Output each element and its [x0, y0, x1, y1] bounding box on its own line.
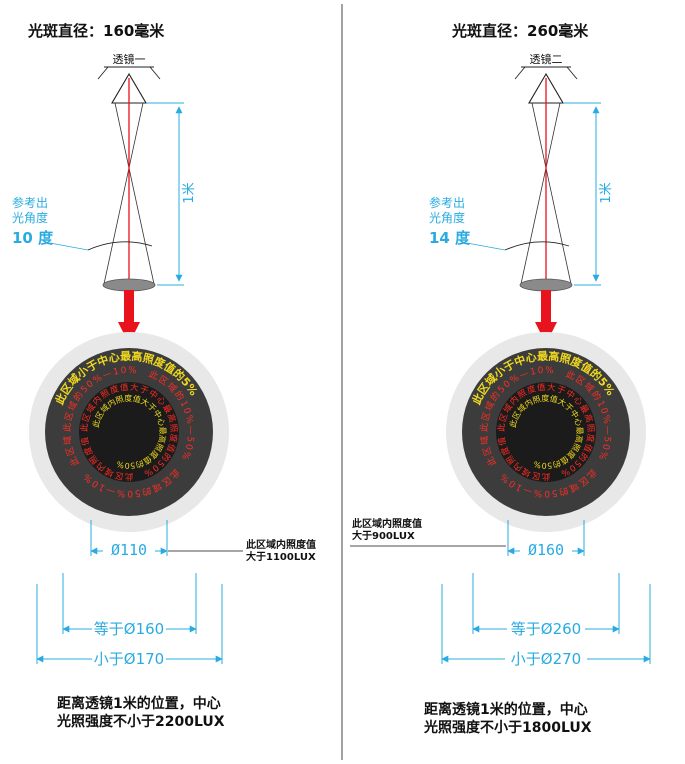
callout-text-line2: 大于900LUX: [352, 529, 415, 542]
page-title: 光斑直径：160毫米: [27, 22, 165, 40]
callout-text-line1: 此区域内照度值: [246, 538, 316, 551]
angle-pointer: [466, 242, 506, 251]
angle-value: 10 度: [12, 229, 54, 247]
meter-dimension: 1米: [147, 102, 197, 286]
equal-diameter-label: 等于Ø260: [511, 620, 581, 638]
lens-leader-lines: [97, 66, 161, 80]
down-arrow: [535, 290, 557, 344]
less-diameter-label: 小于Ø170: [94, 650, 164, 668]
angle-note-line2: 光角度: [429, 210, 465, 225]
angle-annotation: 参考出 光角度 10 度: [12, 195, 153, 251]
spot-inner-circle: [496, 382, 596, 482]
panel-left: 光斑直径：160毫米 透镜一 1米 参考出 光角度 10 度: [0, 0, 316, 730]
spot-diameter-label: Ø110: [111, 541, 147, 559]
angle-note-line1: 参考出: [429, 195, 465, 210]
spot-diameter-label: Ø160: [528, 541, 564, 559]
beam-cone: [103, 102, 155, 285]
page-title: 光斑直径：260毫米: [451, 22, 589, 40]
spot-inner-circle: [79, 382, 179, 482]
lens-label: 透镜一: [113, 52, 146, 66]
angle-arc: [504, 241, 570, 251]
light-spot: 此区域小于中心最高照度值的5% 此区域的50%—10% 此区域的10%—50% …: [0, 0, 229, 532]
angle-note-line1: 参考出: [12, 195, 48, 210]
lens-label: 透镜二: [530, 52, 563, 66]
illuminance-callout: 此区域内照度值 大于1100LUX: [168, 538, 316, 563]
spot-diameter-dimension: Ø110: [90, 520, 168, 559]
down-arrow: [118, 290, 140, 344]
meter-label: 1米: [182, 182, 197, 203]
bottom-note-line1: 距离透镜1米的位置，中心: [424, 701, 588, 718]
bottom-note-line1: 距离透镜1米的位置，中心: [57, 695, 221, 712]
equal-diameter-dimension: 等于Ø160: [62, 573, 197, 638]
equal-diameter-label: 等于Ø160: [94, 620, 164, 638]
less-diameter-label: 小于Ø270: [511, 650, 581, 668]
meter-label: 1米: [599, 182, 614, 203]
bottom-note-line2: 光照强度不小于1800LUX: [423, 719, 592, 736]
callout-text-line2: 大于1100LUX: [246, 550, 316, 563]
lens-leader-lines: [514, 66, 578, 80]
angle-note-line2: 光角度: [12, 210, 48, 225]
less-diameter-dimension: 小于Ø270: [441, 584, 651, 668]
angle-annotation: 参考出 光角度 14 度: [429, 195, 570, 251]
illuminance-callout: 此区域内照度值 大于900LUX: [350, 517, 506, 547]
angle-arc: [87, 241, 153, 251]
beam-cone: [520, 102, 572, 285]
spot-diameter-dimension: Ø160: [507, 520, 585, 559]
beam-ellipse: [519, 278, 573, 292]
meter-dimension: 1米: [564, 102, 614, 286]
angle-value: 14 度: [429, 229, 471, 247]
bottom-note-line2: 光照强度不小于2200LUX: [56, 713, 225, 730]
equal-diameter-dimension: 等于Ø260: [472, 573, 620, 638]
callout-text-line1: 此区域内照度值: [352, 517, 422, 530]
beam-ellipse: [102, 278, 156, 292]
angle-pointer: [49, 242, 89, 251]
less-diameter-dimension: 小于Ø170: [36, 584, 223, 668]
